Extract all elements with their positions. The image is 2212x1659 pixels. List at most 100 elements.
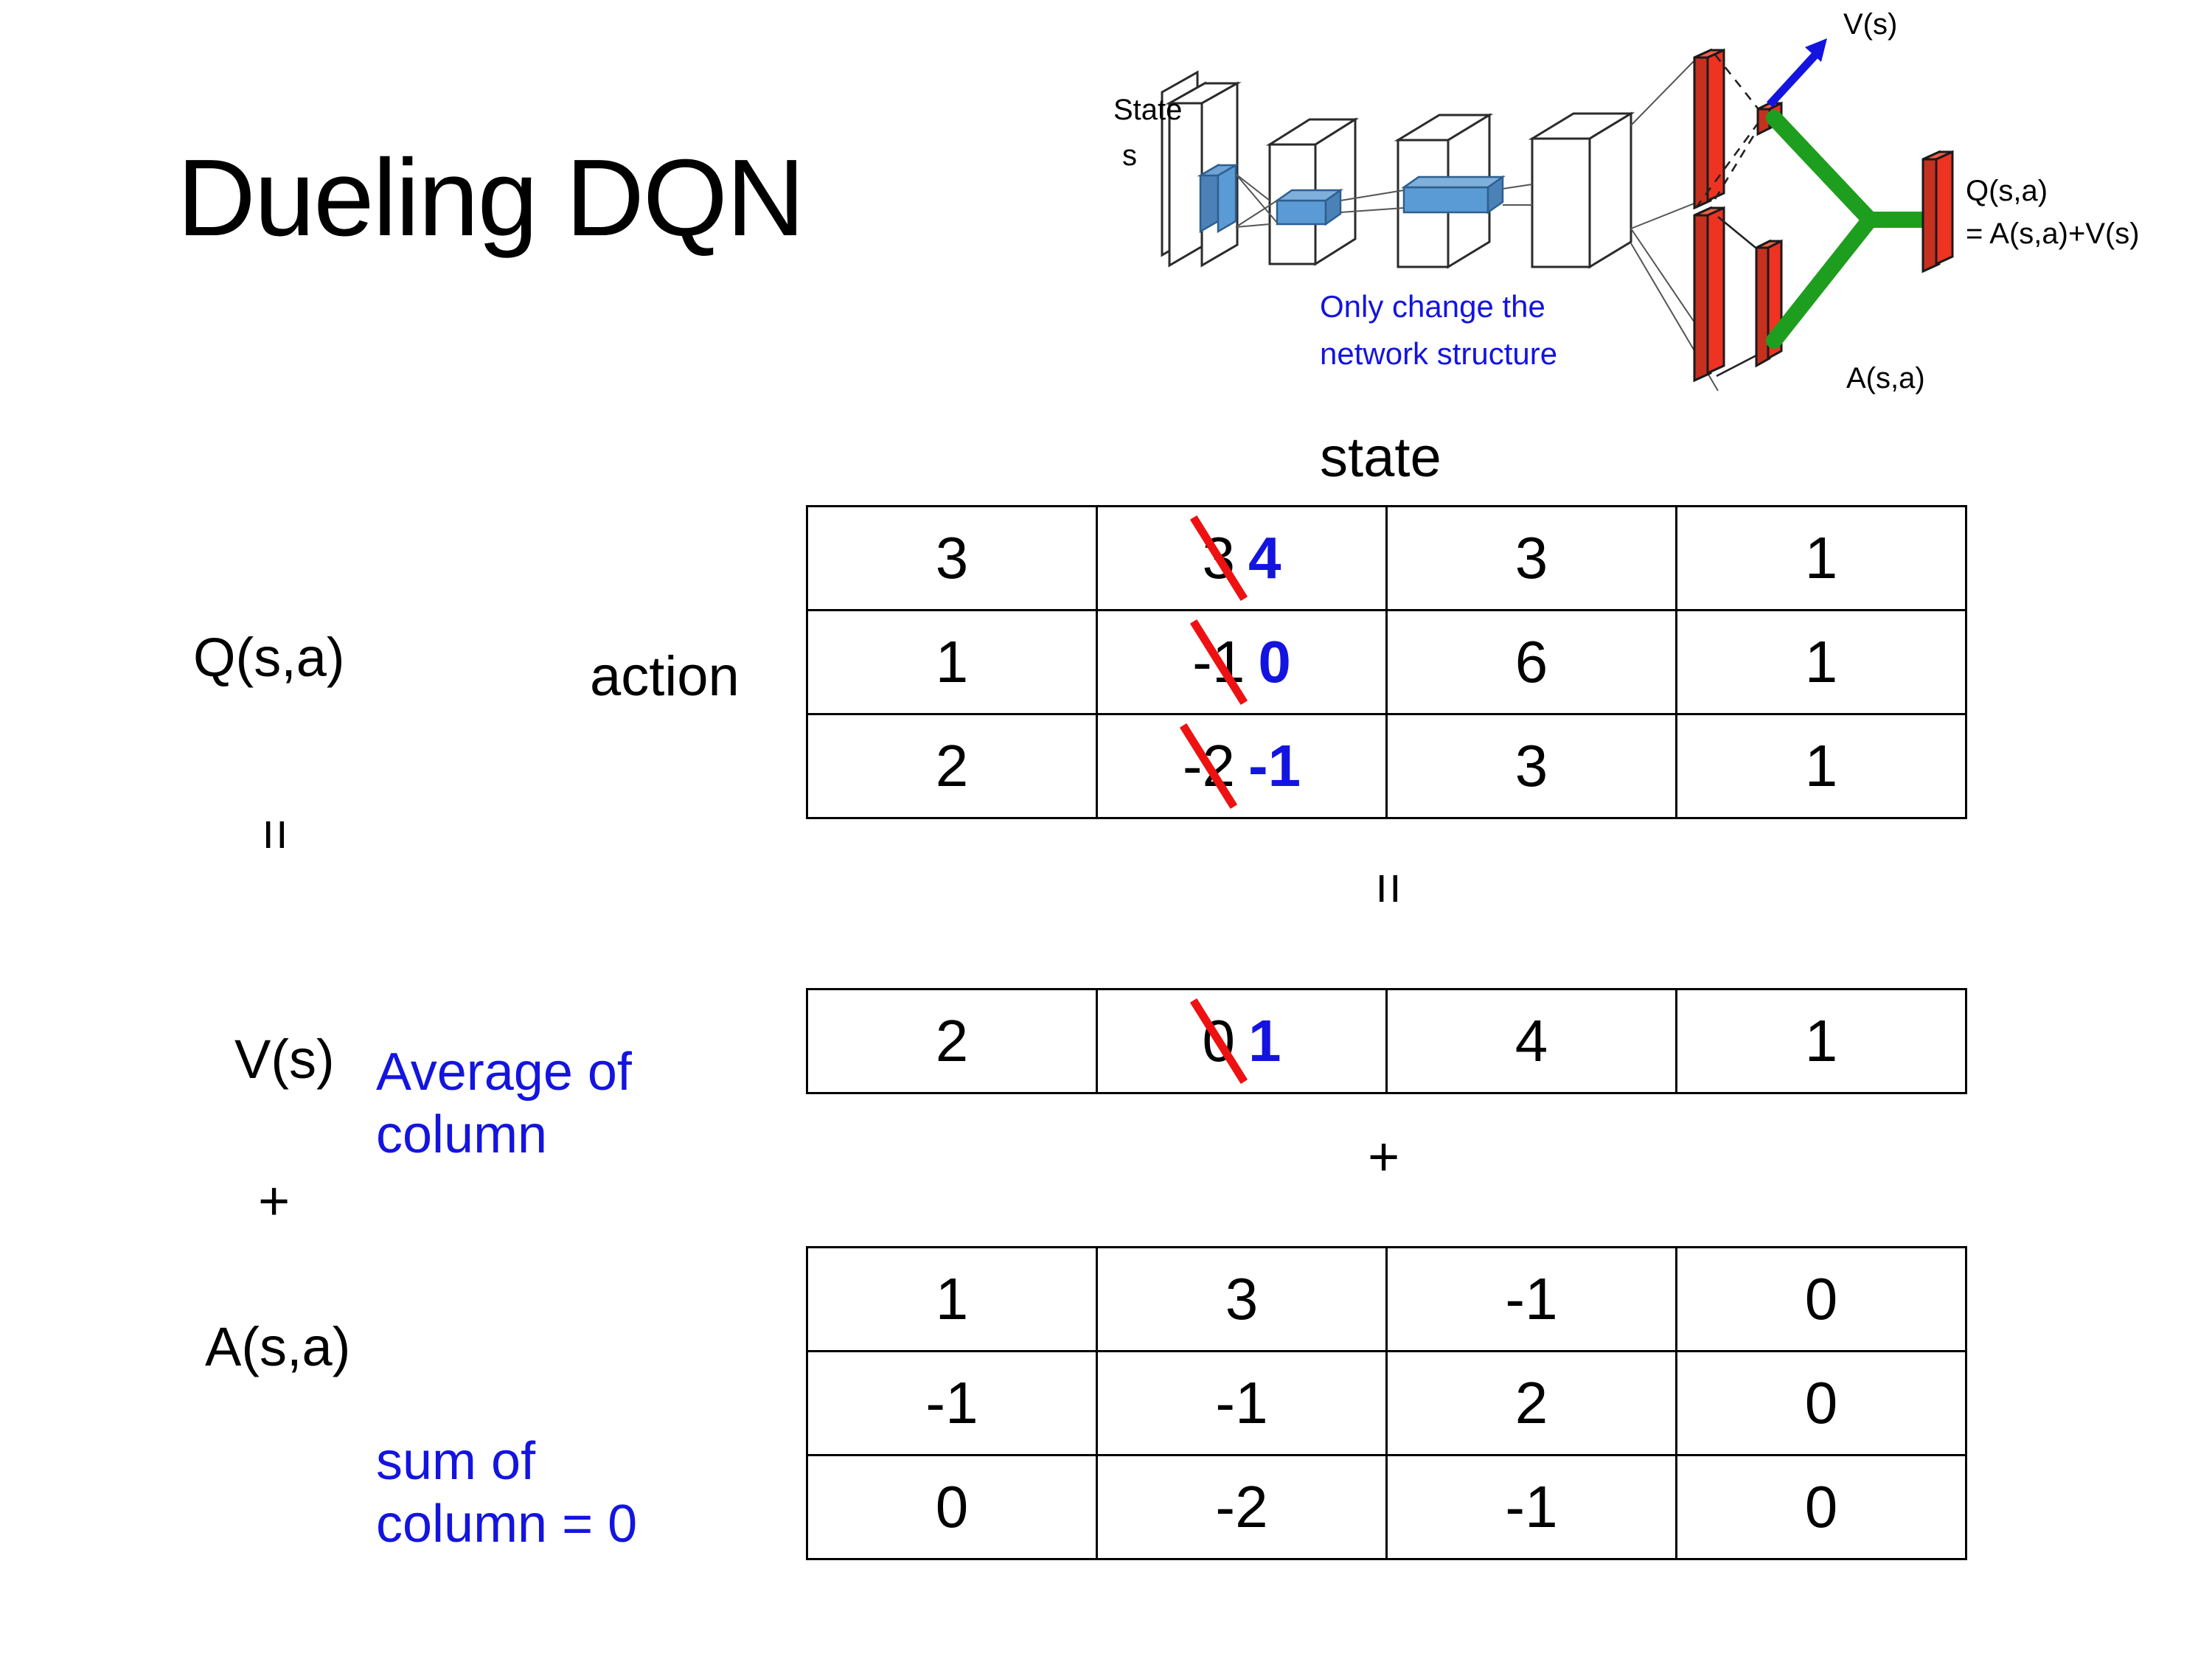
cell-value: 6 bbox=[1514, 629, 1548, 695]
diagram-note-line1: Only change the bbox=[1320, 289, 1545, 324]
cell-value: -1 bbox=[1505, 1474, 1558, 1540]
conv-patch-2-icon bbox=[1401, 175, 1506, 215]
table-cell: 1 bbox=[806, 609, 1098, 715]
table-cell: -1 bbox=[1096, 1350, 1388, 1456]
table-cell: 1 bbox=[1675, 988, 1967, 1094]
network-diagram-svg: State s V(s) A(s,a) Q(s,a) = A(s,a)+V(s)… bbox=[1113, 8, 2140, 394]
page-title: Dueling DQN bbox=[177, 137, 805, 259]
conv-patch-1-icon bbox=[1274, 188, 1343, 226]
diagram-note-line2: network structure bbox=[1320, 336, 1557, 371]
q-output-label-line2: = A(s,a)+V(s) bbox=[1966, 218, 2140, 250]
connector-lines bbox=[1235, 58, 1719, 392]
table-cell: 0 bbox=[1675, 1246, 1967, 1352]
cell-value: 1 bbox=[1804, 629, 1838, 695]
table-cell: 34 bbox=[1096, 505, 1388, 611]
cell-value: 4 bbox=[1514, 1008, 1548, 1074]
strikethrough-icon bbox=[1189, 619, 1248, 706]
v-note-line1: Average of bbox=[376, 1043, 632, 1102]
equals-glyph-2: = bbox=[1358, 872, 1420, 905]
cell-value: 1 bbox=[1804, 1008, 1838, 1074]
value-dashed-links bbox=[1694, 54, 1762, 209]
a-note: sum of column = 0 bbox=[376, 1430, 637, 1556]
cell-value: 1 bbox=[935, 629, 969, 695]
cell-value: 3 bbox=[1514, 525, 1548, 591]
table-cell: 3 bbox=[1385, 505, 1677, 611]
v-value-table: 20141 bbox=[806, 988, 1967, 1094]
a-function-label: A(s,a) bbox=[205, 1316, 351, 1377]
table-cell: -1 bbox=[1385, 1246, 1677, 1352]
cell-content: 2 bbox=[936, 1012, 969, 1071]
cell-content: 1 bbox=[936, 1270, 969, 1329]
cell-value: 2 bbox=[935, 1008, 969, 1074]
table-cell: 1 bbox=[806, 1246, 1098, 1352]
table-cell: 0 bbox=[1675, 1350, 1967, 1456]
advantage-links bbox=[1716, 215, 1760, 378]
cell-content: 1 bbox=[1805, 633, 1838, 692]
cell-content: 1 bbox=[936, 633, 969, 692]
table-cell: 1 bbox=[1675, 609, 1967, 715]
struck-value: 3 bbox=[1189, 515, 1248, 602]
cell-value: 0 bbox=[1804, 1266, 1838, 1332]
cell-content: -2-1 bbox=[1180, 723, 1301, 810]
table-cell: 1 bbox=[1675, 505, 1967, 611]
strikethrough-icon bbox=[1189, 515, 1248, 602]
table-cell: -2-1 bbox=[1096, 713, 1388, 819]
table-cell: 3 bbox=[1096, 1246, 1388, 1352]
cell-value: 2 bbox=[935, 733, 969, 799]
corrected-value: 0 bbox=[1258, 629, 1291, 695]
cell-content: 2 bbox=[936, 737, 969, 796]
v-function-label: V(s) bbox=[234, 1029, 335, 1090]
cell-content: 0 bbox=[1805, 1478, 1838, 1537]
table-cell: 2 bbox=[806, 713, 1098, 819]
cell-content: 3 bbox=[1515, 529, 1548, 588]
cell-value: 1 bbox=[935, 1266, 969, 1332]
table-cell: -2 bbox=[1096, 1454, 1388, 1560]
equals-glyph-1: = bbox=[245, 818, 307, 851]
equals-symbol-between-tables: = bbox=[1359, 861, 1420, 916]
value-arrow-icon bbox=[1766, 38, 1827, 108]
advantage-fc-bar-icon bbox=[1693, 206, 1725, 383]
input-patch-icon bbox=[1197, 163, 1239, 234]
v-note: Average of column bbox=[376, 1041, 632, 1166]
cell-content: -1 bbox=[1215, 1374, 1267, 1433]
cell-content: 3 bbox=[936, 529, 969, 588]
table-row: -1 -1 2 0 bbox=[806, 1350, 1967, 1456]
advantage-output-label: A(s,a) bbox=[1846, 362, 1925, 394]
a-note-line2: column = 0 bbox=[376, 1494, 638, 1554]
table-cell: 1 bbox=[1675, 713, 1967, 819]
cell-value: 1 bbox=[1804, 525, 1838, 591]
strikethrough-icon bbox=[1180, 723, 1238, 810]
cell-content: -2 bbox=[1215, 1478, 1267, 1537]
cell-content: -1 bbox=[1505, 1270, 1557, 1329]
cell-value: 3 bbox=[1514, 733, 1548, 799]
cell-content: 3 bbox=[1515, 737, 1548, 796]
struck-value: -1 bbox=[1189, 619, 1248, 706]
state-axis-label: state bbox=[1320, 426, 1441, 489]
cell-content: 2 bbox=[1515, 1374, 1548, 1433]
table-row: 1 -10 6 1 bbox=[806, 609, 1967, 715]
cell-content: 3 bbox=[1225, 1270, 1259, 1329]
cell-content: 34 bbox=[1189, 515, 1281, 602]
corrected-value: -1 bbox=[1248, 733, 1301, 799]
cell-content: -10 bbox=[1189, 619, 1291, 706]
cell-content: 1 bbox=[1805, 529, 1838, 588]
struck-value: -2 bbox=[1180, 723, 1238, 810]
q-output-label-line1: Q(s,a) bbox=[1966, 175, 2048, 207]
struck-value: 0 bbox=[1189, 998, 1248, 1085]
cell-content: -1 bbox=[1505, 1478, 1557, 1537]
equals-symbol-q-decomposition: = bbox=[246, 807, 307, 862]
table-cell: 6 bbox=[1385, 609, 1677, 715]
table-cell: -1 bbox=[806, 1350, 1098, 1456]
plus-symbol-between-tables: + bbox=[1368, 1126, 1400, 1187]
table-row: 1 3 -1 0 bbox=[806, 1246, 1967, 1352]
cell-content: 1 bbox=[1805, 737, 1838, 796]
value-output-label: V(s) bbox=[1843, 8, 1897, 41]
table-cell: 3 bbox=[806, 505, 1098, 611]
v-note-line2: column bbox=[376, 1105, 548, 1164]
table-cell: 2 bbox=[806, 988, 1098, 1094]
conv-cube-3-icon bbox=[1528, 111, 1635, 269]
